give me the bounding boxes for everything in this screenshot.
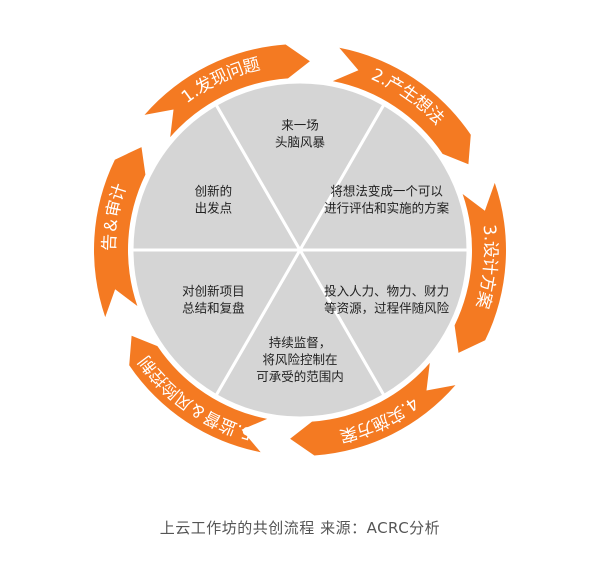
wedge-text-line: 来一场 [281,118,319,133]
ring-arrows [94,44,506,456]
wedge-text-2: 来一场头脑风暴 [275,118,326,150]
pie-wedge-3 [298,103,470,252]
stage-label-6: 6.报告＆审计 [0,0,131,251]
pie-wedges [130,80,470,420]
wedge-text-line: 出发点 [195,201,233,216]
wedge-text-line: 创新的 [195,184,233,199]
wedge-text-4: 投入人力、物力、财力等资源，过程伴随风险 [324,284,450,316]
wedge-text-line: 将风险控制在 [262,352,337,367]
wedge-text-5: 持续监督， 将风险控制在可承受的范围内 [256,335,344,384]
pie-wedge-1 [130,103,302,252]
wedge-text-line: 将想法变成一个可以 [330,184,443,199]
pie-wedge-2 [214,80,386,252]
pie-wedge-6 [130,248,302,397]
wedge-text-line: 等资源，过程伴随风险 [324,301,450,316]
cycle-diagram: 1.发现问题2.产生想法3.设计方案4.实施方案5.监督＆风险控制6.报告＆审计… [0,0,506,456]
ring-arrow-segment-2 [332,47,471,165]
ring-arrow-segment-1 [144,44,310,138]
wedge-text-line: 可承受的范围内 [256,369,344,384]
ring-arrow-segment-3 [454,182,506,353]
wedge-text-line: 进行评估和实施的方案 [324,201,450,216]
pie-wedge-4 [298,248,470,397]
wedge-text-line: 投入人力、物力、财力 [324,284,449,299]
figure-caption: 上云工作坊的共创流程 来源：ACRC分析 [159,519,441,537]
wedge-text-3: 将想法变成一个可以进行评估和实施的方案 [324,184,450,216]
wedge-text-6: 对创新项目总结和复盘 [182,284,245,316]
stage-label-text: 6.报告＆审计 [0,0,131,251]
wedge-text-line: 头脑风暴 [275,135,326,150]
wedge-text-line: 总结和复盘 [182,301,245,316]
ring-arrow-segment-4 [290,362,456,456]
wedge-text-line: 持续监督， [269,335,332,350]
wedge-text-line: 对创新项目 [182,284,245,299]
wedge-texts: 创新的出发点来一场头脑风暴将想法变成一个可以进行评估和实施的方案投入人力、物力、… [182,118,449,385]
pie-wedge-5 [214,248,386,420]
ring-arrow-segment-5 [129,335,268,453]
ring-arrow-segment-6 [94,147,146,318]
wedge-text-1: 创新的出发点 [195,184,233,216]
